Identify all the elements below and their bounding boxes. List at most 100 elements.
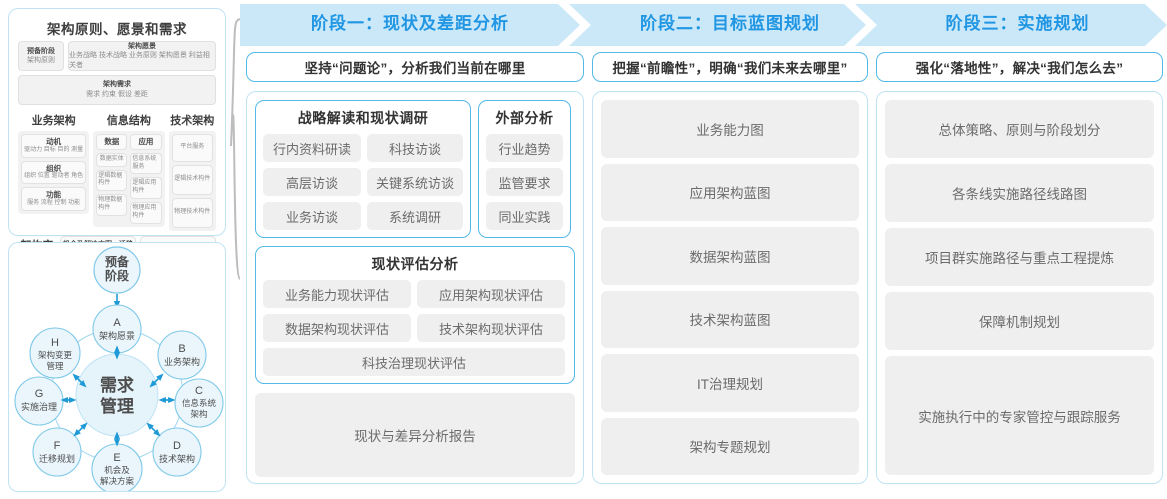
chip-item[interactable]: 行业趋势	[486, 134, 563, 162]
phase-1-report[interactable]: 现状与差异分析报告	[255, 393, 575, 477]
adm-node-E-letter: E	[113, 452, 120, 464]
chip-item[interactable]: 系统调研	[367, 202, 463, 230]
left-column: 架构原则、愿景和需求 预备阶段 架构原则 架构愿景 业务战略 技术战略 业务原则…	[8, 8, 226, 492]
adm-node-H-label2: 管理	[46, 361, 64, 371]
togaf-vision-title: 架构愿景	[128, 42, 156, 50]
chip-item[interactable]: 关键系统访谈	[367, 168, 463, 196]
chip-item-wide[interactable]: 科技治理现状评估	[263, 348, 565, 376]
togaf-three-columns: 业务架构 动机 驱动力 目标 目的 测量 组织 组织 位置 驱动者 角色 功能	[14, 105, 220, 231]
adm-node-D-letter: D	[173, 440, 181, 452]
phase-2-item[interactable]: IT治理规划	[601, 354, 859, 412]
adm-cycle-diagram: 需求 管理 预备 阶段 A 架构愿景 B 业务架构	[14, 246, 224, 491]
togaf-technology-item: 平台服务	[171, 134, 213, 162]
togaf-technology-item: 逻辑技术构件	[171, 165, 213, 195]
togaf-prep-sub: 架构原则	[27, 57, 55, 64]
phase-2-card: 业务能力图 应用架构蓝图 数据架构蓝图 技术架构蓝图 IT治理规划 架构专题规划	[592, 91, 868, 484]
phase-band-title-2: 阶段二：目标蓝图规划	[640, 13, 820, 33]
phase-3-item[interactable]: 实施执行中的专家管控与跟踪服务	[885, 356, 1154, 475]
togaf-information-head: 信息结构	[106, 115, 151, 127]
phase-column-2: 把握“前瞻性”，明确“我们未来去哪里” 业务能力图 应用架构蓝图 数据架构蓝图 …	[592, 52, 868, 484]
adm-center-line1: 需求	[100, 375, 134, 395]
phase-3-item[interactable]: 各条线实施路径线路图	[885, 164, 1154, 223]
chip-item[interactable]: 技术架构现状评估	[417, 314, 565, 342]
togaf-content-framework-panel: 架构原则、愿景和需求 预备阶段 架构原则 架构愿景 业务战略 技术战略 业务原则…	[8, 8, 226, 273]
phase-1-card: 战略解读和现状调研 行内资料研读 科技访谈 高层访谈 关键系统访谈 业务访谈 系…	[246, 91, 584, 484]
adm-node-F-label: 迁移规划	[39, 453, 75, 464]
togaf-app-item: 物理应用构件	[130, 201, 162, 224]
adm-prep-line2: 阶段	[105, 268, 130, 283]
chip-item[interactable]: 同业实践	[486, 202, 563, 230]
togaf-header: 架构原则、愿景和需求	[47, 22, 187, 37]
togaf-information-data-group: 数据 数据实体 逻辑数据构件 物理数据构件	[96, 134, 128, 224]
togaf-information-body: 数据 数据实体 逻辑数据构件 物理数据构件	[93, 131, 165, 227]
togaf-business-body: 动机 驱动力 目标 目的 测量 组织 组织 位置 驱动者 角色 功能 服务 流程…	[18, 131, 90, 214]
togaf-data-item: 数据实体	[96, 152, 128, 167]
togaf-column-technology: 技术架构 平台服务 逻辑技术构件 物理技术构件	[168, 110, 216, 231]
togaf-data-title: 数据	[96, 134, 128, 150]
adm-node-E-label2: 解决方案	[100, 476, 135, 486]
togaf-data-item: 逻辑数据构件	[96, 169, 128, 192]
adm-node-H-letter: H	[51, 337, 59, 349]
phase-1-external-chip-grid: 行业趋势 监管要求 同业实践	[486, 134, 563, 230]
chip-item[interactable]: 监管要求	[486, 168, 563, 196]
togaf-vision-sub: 业务战略 技术战略 业务原则 架构愿景 利益相关者	[69, 52, 210, 69]
phase-2-item[interactable]: 数据架构蓝图	[601, 227, 859, 285]
adm-node-D-label: 技术架构	[159, 453, 195, 464]
chip-item[interactable]: 数据架构现状评估	[263, 314, 411, 342]
togaf-requirements-box: 架构需求 需求 约束 假设 差距	[18, 75, 216, 105]
togaf-column-business: 业务架构 动机 驱动力 目标 目的 测量 组织 组织 位置 驱动者 角色 功能	[18, 110, 90, 231]
phase-2-item[interactable]: 业务能力图	[601, 100, 859, 158]
adm-node-C-label2: 架构	[190, 409, 207, 419]
phase-3-item[interactable]: 总体策略、原则与阶段划分	[885, 100, 1154, 159]
phase-1-assessment-card: 现状评估分析 业务能力现状评估 应用架构现状评估 数据架构现状评估 技术架构现状…	[255, 246, 575, 384]
togaf-technology-item: 物理技术构件	[171, 198, 213, 228]
adm-center-line2: 管理	[100, 396, 134, 416]
togaf-information-app-group: 应用 信息系统服务 逻辑应用构件 物理应用构件	[130, 134, 162, 224]
togaf-row-vision: 预备阶段 架构原则 架构愿景 业务战略 技术战略 业务原则 架构愿景 利益相关者	[14, 41, 220, 71]
phase-band	[240, 4, 1167, 46]
phase-3-slogan: 强化“落地性”，解决“我们怎么去”	[876, 52, 1163, 82]
phase-3-item[interactable]: 保障机制规划	[885, 292, 1154, 351]
togaf-app-item: 逻辑应用构件	[130, 177, 162, 199]
togaf-app-item: 信息系统服务	[130, 152, 162, 175]
phase-2-item[interactable]: 架构专题规划	[601, 417, 859, 475]
phase-3-item[interactable]: 项目群实施路径与重点工程提炼	[885, 228, 1154, 287]
phase-3-card: 总体策略、原则与阶段划分 各条线实施路径线路图 项目群实施路径与重点工程提炼 保…	[876, 91, 1163, 484]
chip-item[interactable]: 应用架构现状评估	[417, 280, 565, 308]
togaf-requirements-title: 架构需求	[103, 81, 131, 89]
brace-connector	[230, 18, 241, 280]
phase-2-item[interactable]: 应用架构蓝图	[601, 163, 859, 221]
phase-1-external-title: 外部分析	[495, 110, 554, 126]
phase-column-3: 强化“落地性”，解决“我们怎么去” 总体策略、原则与阶段划分 各条线实施路径线路…	[876, 52, 1163, 484]
togaf-technology-body: 平台服务 逻辑技术构件 物理技术构件	[168, 131, 216, 231]
togaf-vision-box: 架构愿景 业务战略 技术战略 业务原则 架构愿景 利益相关者	[68, 41, 216, 71]
togaf-prep-box: 预备阶段 架构原则	[18, 41, 64, 71]
adm-node-G-label: 实施治理	[21, 401, 57, 412]
adm-node-G-letter: G	[35, 388, 44, 400]
adm-node-E-label1: 机会及	[104, 465, 130, 475]
togaf-prep-title: 预备阶段	[27, 47, 55, 55]
togaf-business-head: 业务架构	[31, 115, 76, 127]
togaf-business-item: 动机 驱动力 目标 目的 测量	[21, 134, 87, 158]
phase-2-item[interactable]: 技术架构蓝图	[601, 290, 859, 348]
adm-node-C-label1: 信息系统	[182, 398, 217, 408]
adm-node-B-letter: B	[178, 343, 185, 355]
phase-1-research-chip-grid: 行内资料研读 科技访谈 高层访谈 关键系统访谈 业务访谈 系统调研	[263, 134, 463, 230]
phase-1-assessment-title: 现状评估分析	[371, 256, 459, 272]
adm-node-C-letter: C	[195, 385, 203, 397]
phase-1-research-card: 战略解读和现状调研 行内资料研读 科技访谈 高层访谈 关键系统访谈 业务访谈 系…	[255, 100, 471, 238]
chip-item[interactable]: 科技访谈	[367, 134, 463, 162]
chip-item[interactable]: 高层访谈	[263, 168, 361, 196]
togaf-column-information: 信息结构 数据 数据实体 逻辑数据构件	[93, 110, 165, 231]
phase-1-slogan: 坚持“问题论”，分析我们当前在哪里	[246, 52, 584, 82]
adm-node-B-label: 业务架构	[164, 356, 200, 367]
chip-item[interactable]: 业务访谈	[263, 202, 361, 230]
chip-item[interactable]: 行内资料研读	[263, 134, 361, 162]
togaf-business-item: 组织 组织 位置 驱动者 角色	[21, 160, 87, 185]
togaf-row-requirements: 架构需求 需求 约束 假设 差距	[14, 71, 220, 105]
adm-node-A-letter: A	[113, 317, 121, 329]
togaf-data-item: 物理数据构件	[96, 194, 128, 216]
phase-band-title-1: 阶段一：现状及差距分析	[311, 13, 509, 33]
chip-item[interactable]: 业务能力现状评估	[263, 280, 411, 308]
